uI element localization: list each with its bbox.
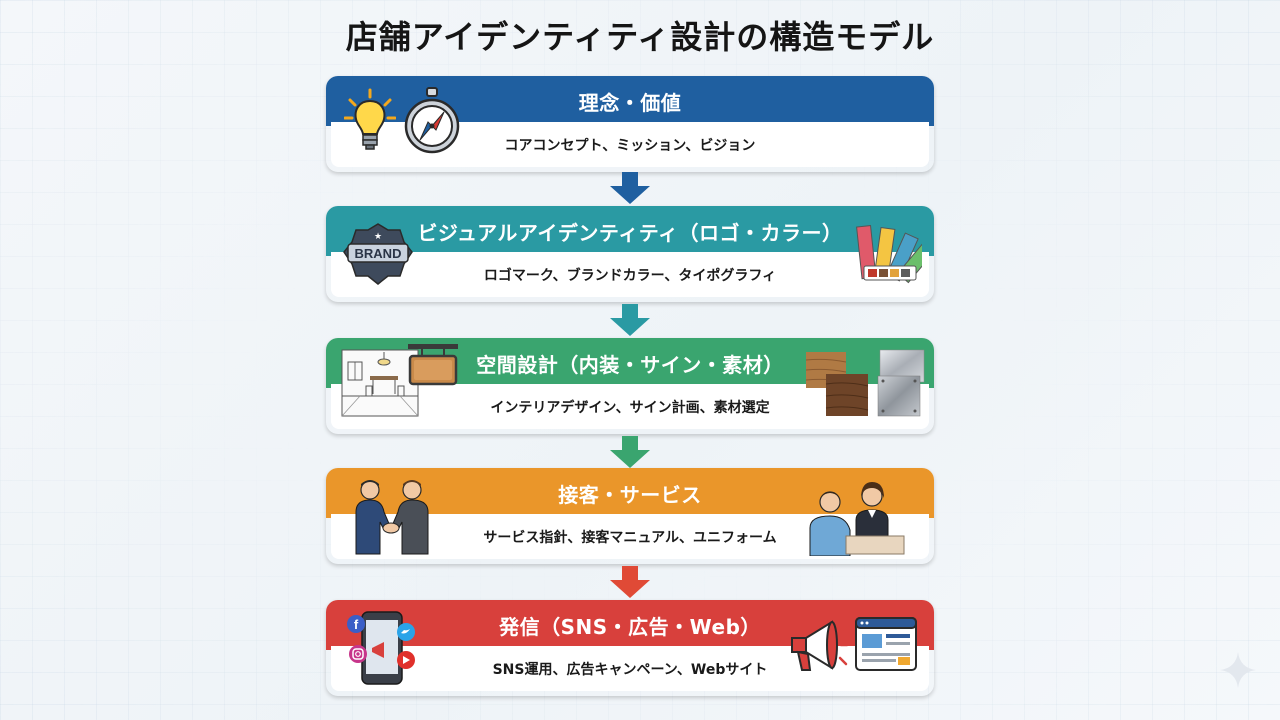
arrow-down-3 (610, 436, 650, 468)
stage-visual-identity: ビジュアルアイデンティティ（ロゴ・カラー） ロゴマーク、ブランドカラー、タイポグ… (326, 206, 934, 302)
stage-visual-identity-detail: ロゴマーク、ブランドカラー、タイポグラフィ (331, 252, 929, 297)
stage-communication-detail: SNS運用、広告キャンペーン、Webサイト (331, 646, 929, 691)
smartphone-social-icon: f (347, 611, 415, 685)
signboard-icon (408, 344, 458, 386)
handshake-icon (355, 480, 429, 555)
stage-visual-identity-heading: ビジュアルアイデンティティ（ロゴ・カラー） (326, 206, 934, 256)
arrow-down-2 (610, 304, 650, 336)
stage-space-design: 空間設計（内装・サイン・素材） インテリアデザイン、サイン計画、素材選定 (326, 338, 934, 434)
svg-text:★: ★ (374, 232, 382, 242)
stage-philosophy: 理念・価値 コアコンセプト、ミッション、ビジョン (326, 76, 934, 172)
interior-sketch-icon (341, 349, 419, 417)
arrow-down-1 (610, 172, 650, 204)
svg-text:f: f (354, 617, 359, 632)
wood-material-icon (805, 352, 869, 416)
metal-material-icon (877, 349, 925, 417)
color-swatch-icon (856, 225, 922, 284)
stage-communication: 発信（SNS・広告・Web） SNS運用、広告キャンペーン、Webサイト f (326, 600, 934, 696)
sparkle-icon (1220, 652, 1256, 688)
compass-icon (404, 87, 460, 154)
megaphone-icon (791, 620, 848, 671)
page-title: 店舗アイデンティティ設計の構造モデル (345, 18, 935, 56)
svg-text:BRAND: BRAND (355, 246, 402, 261)
website-icon (855, 617, 917, 671)
lightbulb-icon (344, 88, 396, 150)
reception-staff-icon (809, 482, 905, 556)
brand-badge-icon: BRAND ★ (343, 223, 413, 285)
stage-service: 接客・サービス サービス指針、接客マニュアル、ユニフォーム (326, 468, 934, 564)
arrow-down-4 (610, 566, 650, 598)
